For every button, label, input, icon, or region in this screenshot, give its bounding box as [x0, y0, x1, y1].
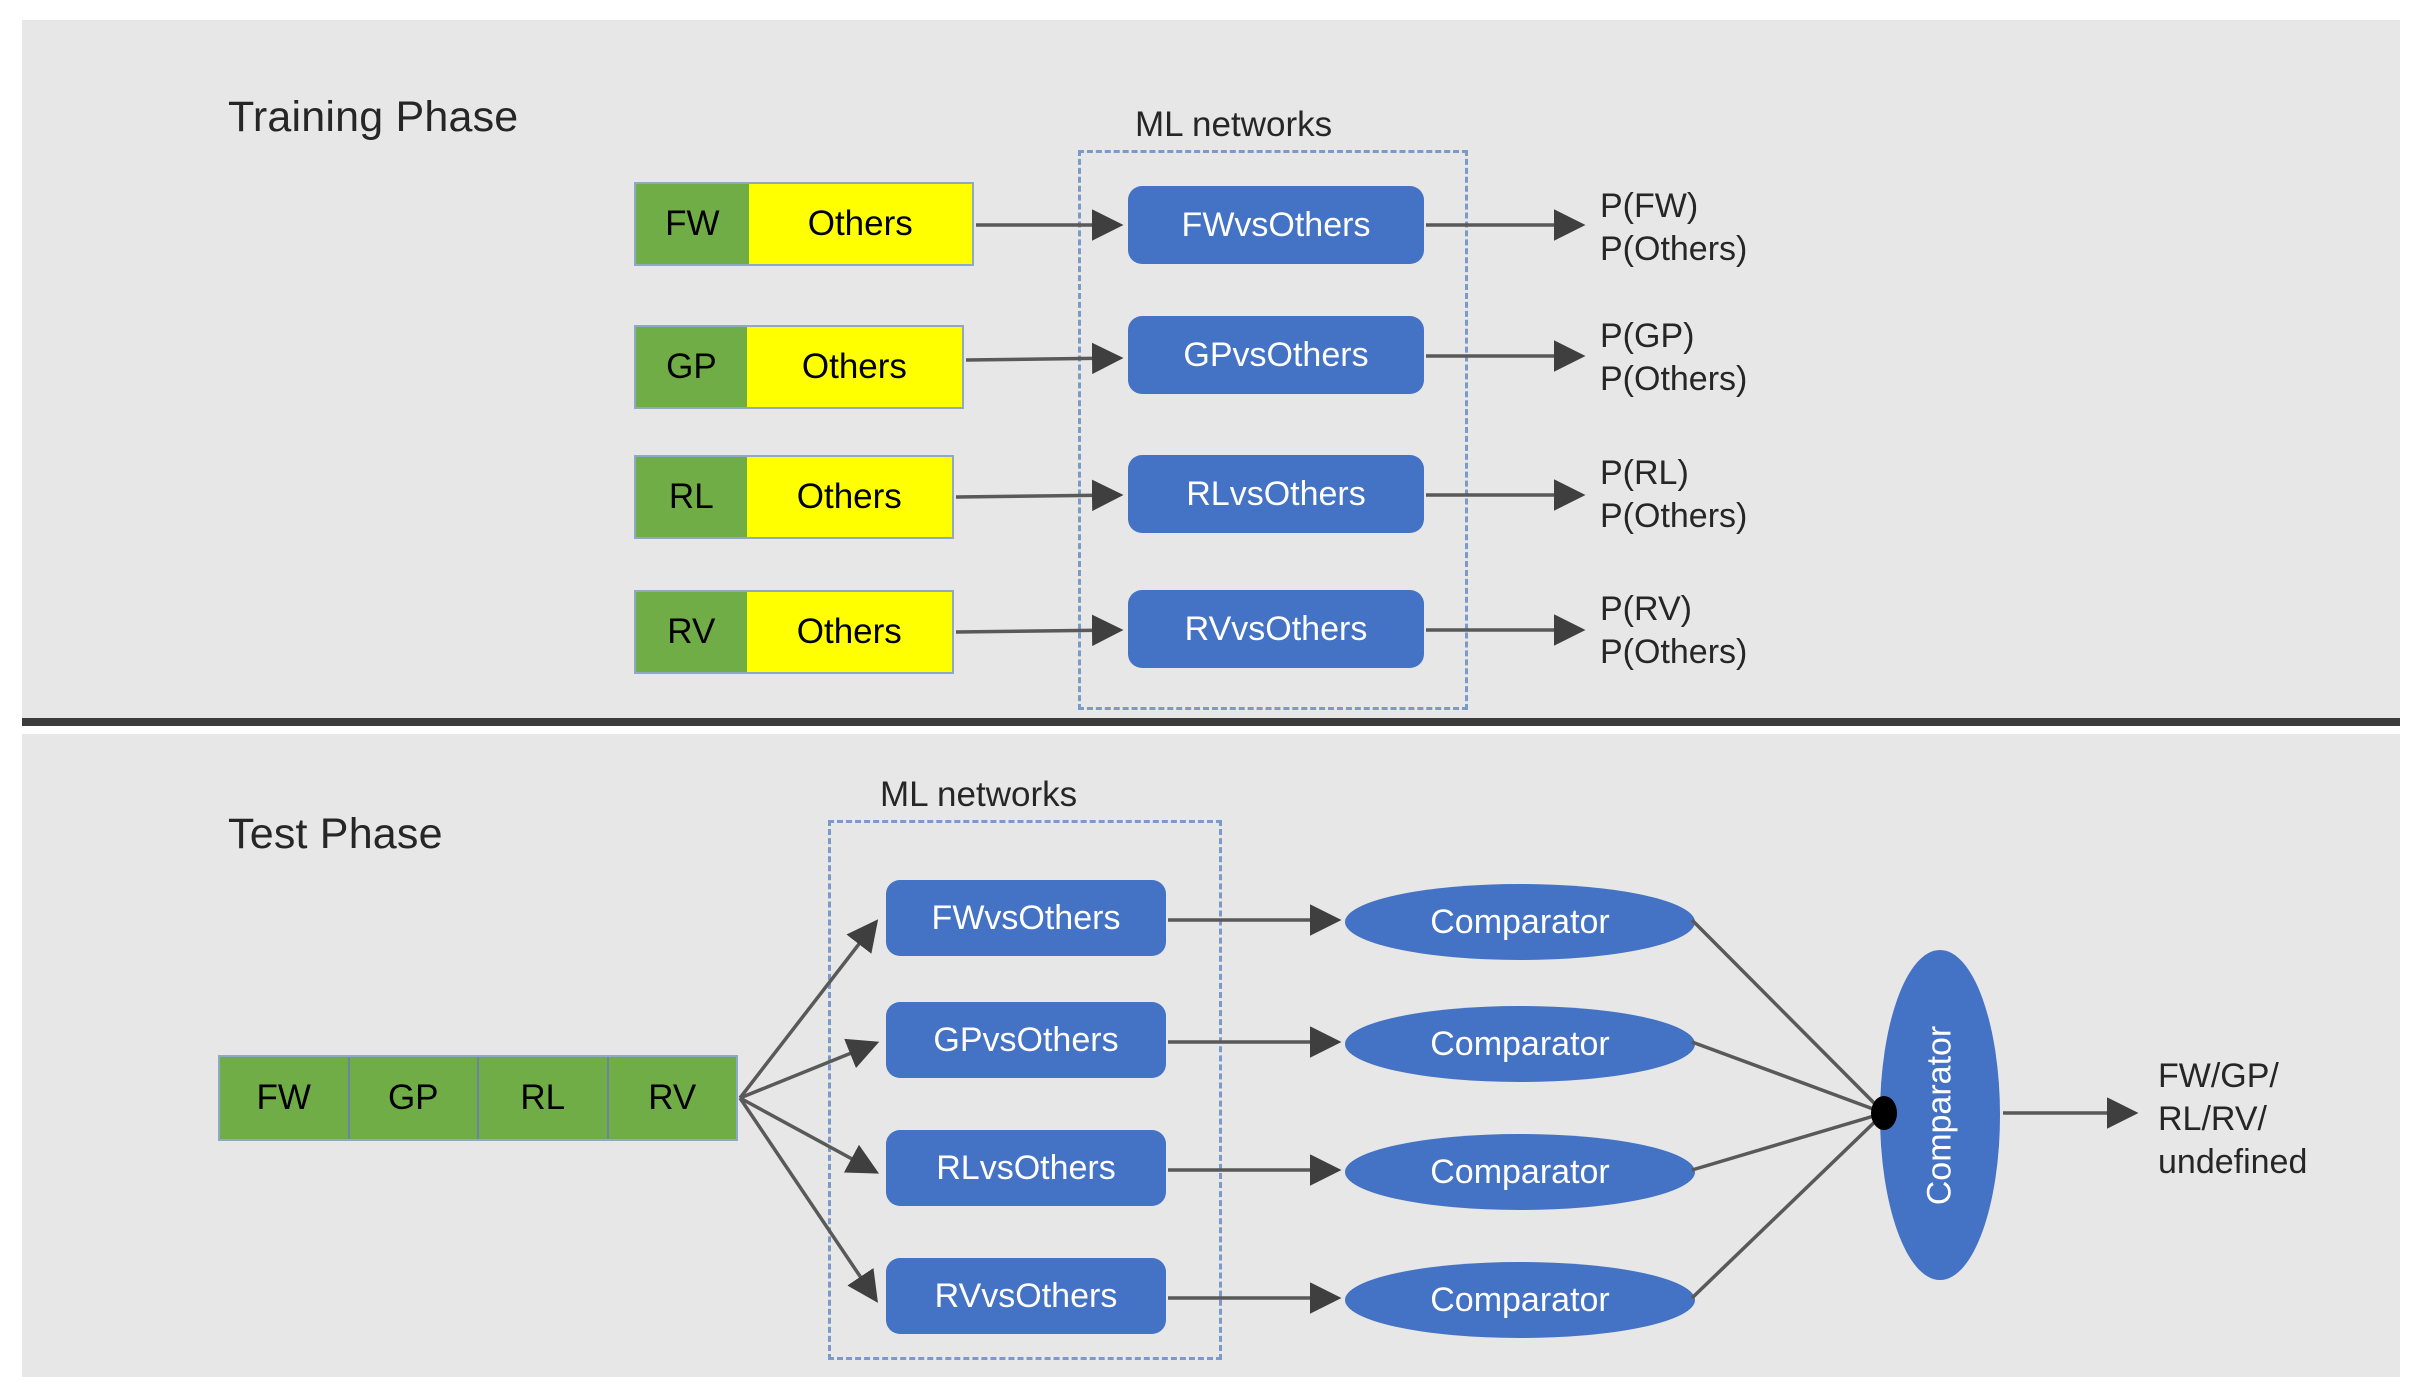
output-line: P(Others) — [1600, 632, 1748, 671]
output-line: P(Others) — [1600, 359, 1748, 398]
output-line: P(Others) — [1600, 496, 1748, 535]
training-others-segment: Others — [748, 184, 972, 264]
output-line: FW/GP/ — [2158, 1057, 2279, 1095]
training-output-label-gp: P(GP) P(Others) — [1600, 315, 1747, 401]
training-phase-title: Training Phase — [228, 93, 519, 141]
training-network-box-gp[interactable]: GPvsOthers — [1128, 316, 1424, 394]
test-input-cell: RV — [648, 1078, 697, 1117]
training-ml-networks-label: ML networks — [1135, 105, 1333, 144]
training-data-bar: FW Others — [634, 182, 974, 266]
output-line: undefined — [2158, 1142, 2308, 1181]
final-comparator-label: Comparator — [1920, 1025, 1959, 1205]
test-network-box-gp[interactable]: GPvsOthers — [886, 1002, 1166, 1078]
training-network-box-rv[interactable]: RVvsOthers — [1128, 590, 1424, 668]
training-data-bar: RL Others — [634, 455, 954, 539]
test-final-output-label: FW/GP/ RL/RV/ undefined — [2158, 1055, 2307, 1183]
training-others-segment: Others — [746, 457, 952, 537]
test-comparator-gp[interactable]: Comparator — [1345, 1006, 1695, 1082]
test-input-cell: FW — [220, 1057, 350, 1139]
training-class-segment: FW — [636, 184, 749, 264]
training-output-label-fw: P(FW) P(Others) — [1600, 185, 1747, 271]
test-phase-title: Test Phase — [228, 810, 443, 858]
test-network-box-fw[interactable]: FWvsOthers — [886, 880, 1166, 956]
training-others-segment: Others — [746, 592, 952, 672]
training-network-box-rl[interactable]: RLvsOthers — [1128, 455, 1424, 533]
test-input-bar: FW GP RL RV — [218, 1055, 738, 1141]
training-output-label-rl: P(RL) P(Others) — [1600, 452, 1747, 538]
test-input-cell: GP — [350, 1057, 479, 1139]
training-others-segment: Others — [746, 327, 962, 407]
training-ml-networks-group — [1078, 150, 1468, 710]
test-comparator-rv[interactable]: Comparator — [1345, 1262, 1695, 1338]
test-input-cell: RL — [479, 1057, 609, 1139]
test-comparator-rl[interactable]: Comparator — [1345, 1134, 1695, 1210]
test-comparator-fw[interactable]: Comparator — [1345, 884, 1695, 960]
output-line: P(FW) — [1600, 187, 1699, 225]
test-ml-networks-label: ML networks — [880, 775, 1078, 814]
final-comparator[interactable]: Comparator — [1880, 950, 2000, 1280]
training-data-bar: RV Others — [634, 590, 954, 674]
phase-divider — [22, 718, 2400, 726]
training-class-segment: RL — [636, 457, 747, 537]
output-line: P(RV) — [1600, 590, 1692, 628]
training-network-box-fw[interactable]: FWvsOthers — [1128, 186, 1424, 264]
training-output-label-rv: P(RV) P(Others) — [1600, 588, 1747, 674]
output-line: P(RL) — [1600, 454, 1689, 492]
output-line: P(GP) — [1600, 317, 1695, 355]
output-line: P(Others) — [1600, 229, 1748, 268]
test-network-box-rl[interactable]: RLvsOthers — [886, 1130, 1166, 1206]
training-data-bar: GP Others — [634, 325, 964, 409]
output-line: RL/RV/ — [2158, 1099, 2267, 1138]
training-class-segment: GP — [636, 327, 747, 407]
training-class-segment: RV — [636, 592, 747, 672]
test-network-box-rv[interactable]: RVvsOthers — [886, 1258, 1166, 1334]
